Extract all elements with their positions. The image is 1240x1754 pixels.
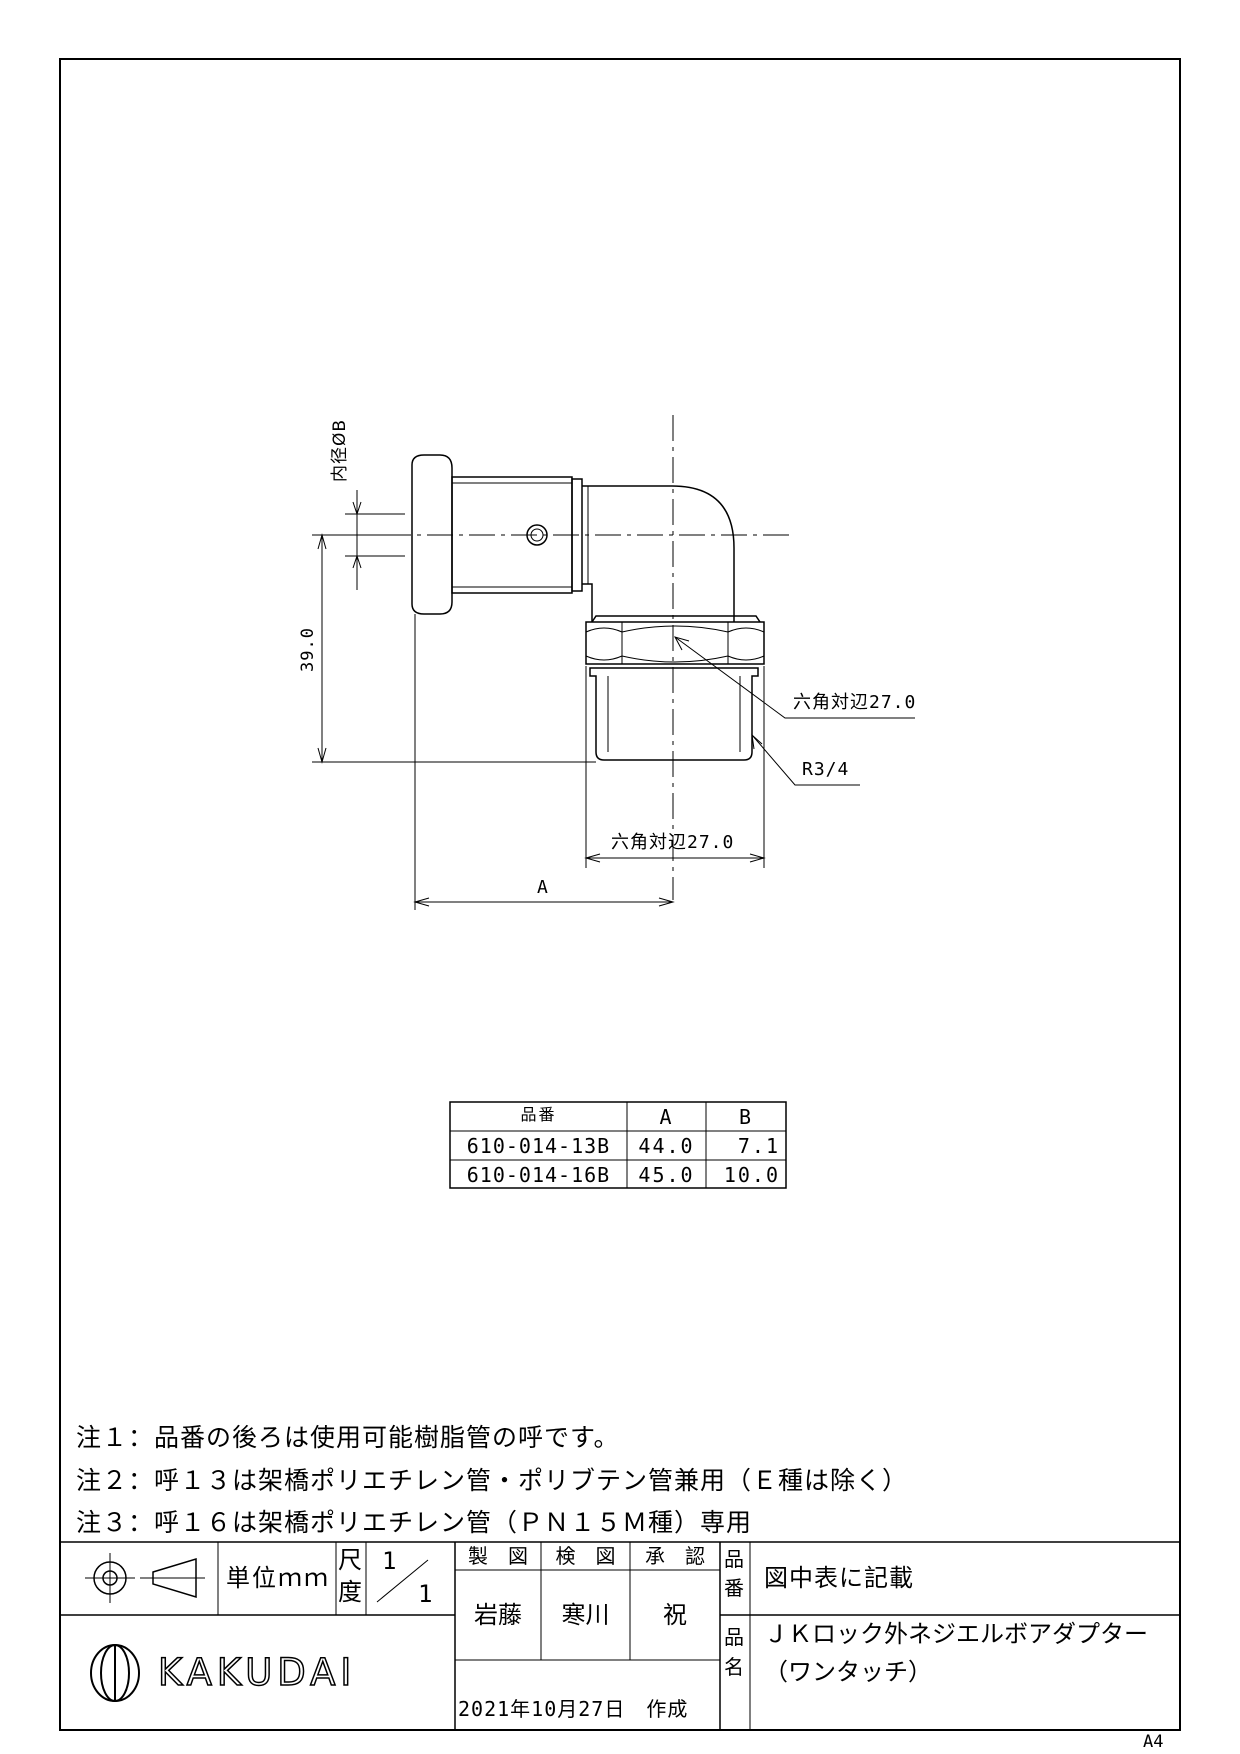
- table-row-1-part-no: 610-014-13B: [466, 1134, 611, 1158]
- kakudai-logo-icon: [90, 1644, 140, 1702]
- brand-name: KAKUDAI: [157, 1651, 357, 1694]
- scale-label-top: 尺: [338, 1546, 362, 1574]
- paper-size: A4: [1143, 1732, 1164, 1752]
- checked-by-label: 検 図: [555, 1544, 616, 1568]
- dimension-a-label: A: [537, 877, 549, 898]
- hex-top: [591, 615, 761, 623]
- hex-lower-label: 六角対辺27.0: [611, 832, 735, 853]
- inspection-hole: [526, 524, 548, 546]
- table-header-part-no: 品番: [520, 1105, 557, 1124]
- made-by-name: 岩藤: [474, 1601, 522, 1629]
- spec-table-grid: [449, 1101, 787, 1189]
- table-header-a: A: [659, 1105, 674, 1129]
- flange-end: [411, 454, 453, 615]
- table-row-2-b: 10.0: [723, 1163, 780, 1187]
- thread-label: R3/4: [802, 759, 850, 780]
- projection-symbol-icon: [85, 1553, 205, 1603]
- inner-diameter-label: 内径ØB: [330, 418, 350, 482]
- checked-by-name: 寒川: [561, 1601, 610, 1629]
- table-row-1-a: 44.0: [638, 1134, 695, 1158]
- part-name-label-top: 品: [724, 1625, 744, 1649]
- table-row-2-a: 45.0: [638, 1163, 695, 1187]
- fitting-drawing: [385, 415, 795, 900]
- table-row-2-part-no: 610-014-16B: [466, 1163, 611, 1187]
- table-header-b: B: [738, 1105, 754, 1129]
- hex-nut: [585, 621, 765, 665]
- table-row-1-b: 7.1: [737, 1134, 780, 1158]
- part-number: 図中表に記載: [764, 1564, 914, 1592]
- made-by-label: 製 図: [468, 1544, 528, 1568]
- elbow-body: [582, 485, 735, 622]
- male-thread: [589, 667, 759, 761]
- sheet-frame: [59, 58, 1181, 1731]
- dimension-lines: [312, 490, 915, 910]
- part-name-line-2: （ワンタッチ）: [764, 1658, 932, 1686]
- note-1: 注１：品番の後ろは使用可能樹脂管の呼です。: [76, 1423, 620, 1452]
- sleeve-collar: [571, 478, 583, 592]
- scale-denominator: 1: [418, 1580, 433, 1608]
- note-2: 注２：呼１３は架橋ポリエチレン管・ポリブテン管兼用（Ｅ種は除く）: [76, 1466, 909, 1495]
- approved-by-name: 祝: [663, 1601, 687, 1629]
- part-no-label-top: 品: [724, 1547, 744, 1571]
- approved-by-label: 承 認: [645, 1544, 705, 1568]
- scale-label-bottom: 度: [338, 1578, 362, 1606]
- note-3: 注３：呼１６は架橋ポリエチレン管（ＰＮ１５Ｍ種）専用: [76, 1508, 753, 1537]
- scale-numerator: 1: [382, 1547, 397, 1575]
- part-name-line-1: ＪＫロック外ネジエルボアダプター: [764, 1620, 1148, 1648]
- title-block-grid: [60, 1541, 1180, 1730]
- hex-upper-label: 六角対辺27.0: [793, 692, 917, 713]
- part-no-label-bottom: 番: [724, 1576, 744, 1600]
- creation-date: 2021年10月27日 作成: [458, 1697, 689, 1721]
- part-name-label-bottom: 名: [724, 1655, 744, 1679]
- unit-label: 単位ｍｍ: [226, 1564, 330, 1592]
- height-dimension-label: 39.0: [298, 627, 318, 672]
